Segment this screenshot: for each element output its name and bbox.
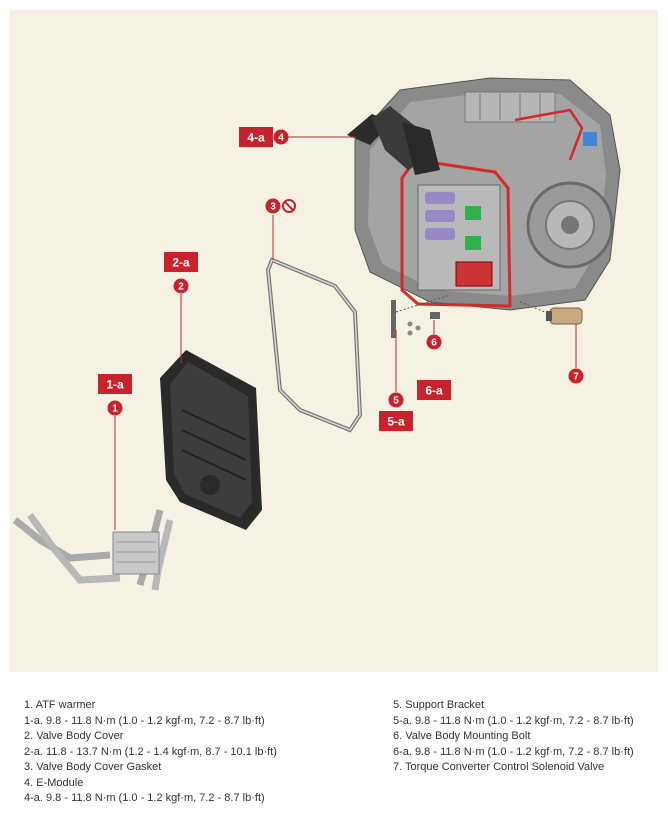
callout-6a: 6-a	[417, 380, 451, 400]
svg-text:1-a: 1-a	[106, 378, 124, 392]
svg-text:4-a: 4-a	[247, 131, 265, 145]
callout-7: 7	[568, 368, 584, 384]
valve-body-cover	[160, 350, 262, 530]
callout-2: 2	[173, 278, 189, 294]
legend-item: 2. Valve Body Cover	[24, 730, 124, 742]
svg-text:6-a: 6-a	[425, 384, 443, 398]
svg-text:5-a: 5-a	[387, 415, 405, 429]
legend-item: 7. Torque Converter Control Solenoid Val…	[393, 761, 605, 773]
legend-item: 2-a. 11.8 - 13.7 N·m (1.2 - 1.4 kgf·m, 8…	[24, 745, 277, 758]
legend-item: 5. Support Bracket	[393, 699, 485, 711]
legend-item: 5-a. 9.8 - 11.8 N·m (1.0 - 1.2 kgf·m, 7.…	[393, 714, 634, 727]
callout-3: 3	[265, 198, 281, 214]
svg-text:5: 5	[393, 396, 399, 407]
atf-warmer	[12, 509, 174, 591]
legend-right: 5. Support Bracket 5-a. 9.8 - 11.8 N·m (…	[393, 698, 634, 776]
exploded-diagram: 1 1-a 2 2-a 3 4-a 4	[10, 10, 658, 672]
legend-item: 1. ATF warmer	[24, 699, 96, 711]
svg-text:7: 7	[573, 372, 579, 383]
transmission-assembly	[347, 77, 621, 338]
svg-text:3: 3	[270, 202, 276, 213]
callout-5: 5	[388, 392, 404, 408]
callout-1a: 1-a	[98, 374, 132, 394]
svg-text:2-a: 2-a	[172, 256, 190, 270]
svg-text:4: 4	[278, 133, 284, 144]
do-not-reuse-icon	[282, 199, 296, 213]
legend-left: 1. ATF warmer 1-a. 9.8 - 11.8 N·m (1.0 -…	[24, 698, 277, 807]
legend-item: 6-a. 9.8 - 11.8 N·m (1.0 - 1.2 kgf·m, 7.…	[393, 745, 634, 758]
legend-item: 3. Valve Body Cover Gasket	[24, 761, 162, 773]
leader-lines	[114, 136, 577, 530]
callout-4a: 4-a	[239, 127, 273, 147]
callout-1: 1	[107, 400, 123, 416]
callout-5a: 5-a	[379, 411, 413, 431]
legend-item: 6. Valve Body Mounting Bolt	[393, 730, 531, 742]
svg-text:1: 1	[112, 404, 118, 415]
legend-item: 4-a. 9.8 - 11.8 N·m (1.0 - 1.2 kgf·m, 7.…	[24, 792, 265, 804]
svg-text:6: 6	[431, 338, 437, 349]
callout-2a: 2-a	[164, 252, 198, 272]
legend-item: 1-a. 9.8 - 11.8 N·m (1.0 - 1.2 kgf·m, 7.…	[24, 714, 265, 727]
svg-text:2: 2	[178, 282, 184, 293]
callout-4: 4	[273, 129, 289, 145]
valve-body-cover-gasket	[265, 257, 363, 433]
legend-item: 4. E-Module	[24, 776, 84, 789]
callout-6: 6	[426, 334, 442, 350]
